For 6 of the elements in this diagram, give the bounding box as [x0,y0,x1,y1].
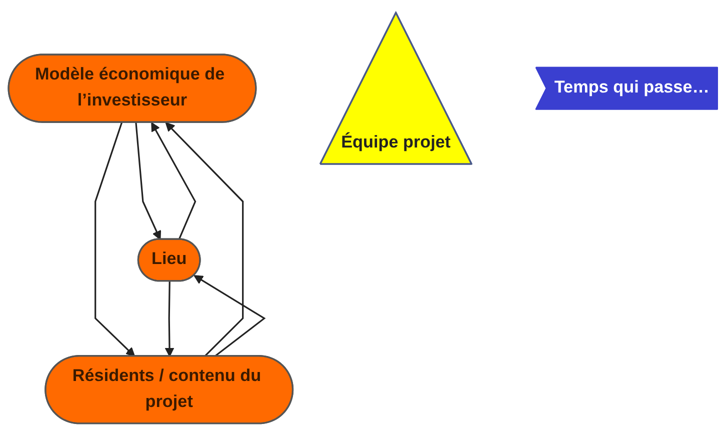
arrow [94,122,136,357]
arrow [164,281,174,357]
arrow [135,122,162,240]
arrow [165,122,244,357]
arrow [194,275,266,358]
arrow [151,122,196,240]
